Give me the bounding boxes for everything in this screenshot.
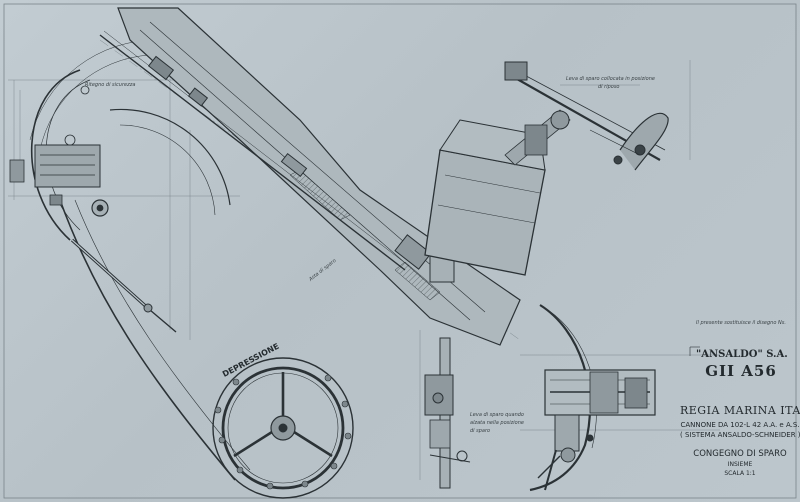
push-rod	[70, 238, 177, 333]
assembly-subtitle: INSIEME	[727, 461, 753, 468]
left-note: Ritegno di sicurezza	[85, 82, 136, 88]
assembly-title: CONGEGNO DI SPARO	[693, 449, 787, 459]
sheet-border	[3, 3, 797, 499]
subject-line-1: CANNONE DA 102-L 42 A.A. e A.S.	[680, 421, 800, 429]
subject-line-2: ( SISTEMA ANSALDO-SCHNEIDER )	[680, 431, 800, 439]
drawing-number: GII A56	[705, 362, 777, 380]
title-block-lines	[689, 346, 700, 356]
top-note-1: Leva di sparo collocata in posizione	[566, 76, 655, 82]
side-view-column	[424, 337, 471, 489]
lower-note-1: Leva di sparo quando	[470, 412, 524, 418]
scale-label: SCALA 1:1	[724, 470, 756, 477]
sheet-note: Il presente sostituisce il disegno Ns.	[696, 320, 786, 326]
company-name: "ANSALDO" S.A.	[696, 349, 788, 360]
lower-note-2: alzata nella posizione	[470, 420, 524, 426]
breech-block	[424, 109, 571, 276]
top-note-2: di riposo	[598, 84, 620, 90]
trigger-assembly	[529, 304, 656, 492]
client-name: REGIA MARINA ITALIANA	[680, 404, 800, 417]
firing-lever	[504, 61, 669, 171]
sweep-arcs	[31, 69, 251, 481]
depression-handwheel	[212, 357, 354, 499]
lower-note-3: di sparo	[470, 428, 491, 434]
left-quadrant	[9, 39, 231, 217]
